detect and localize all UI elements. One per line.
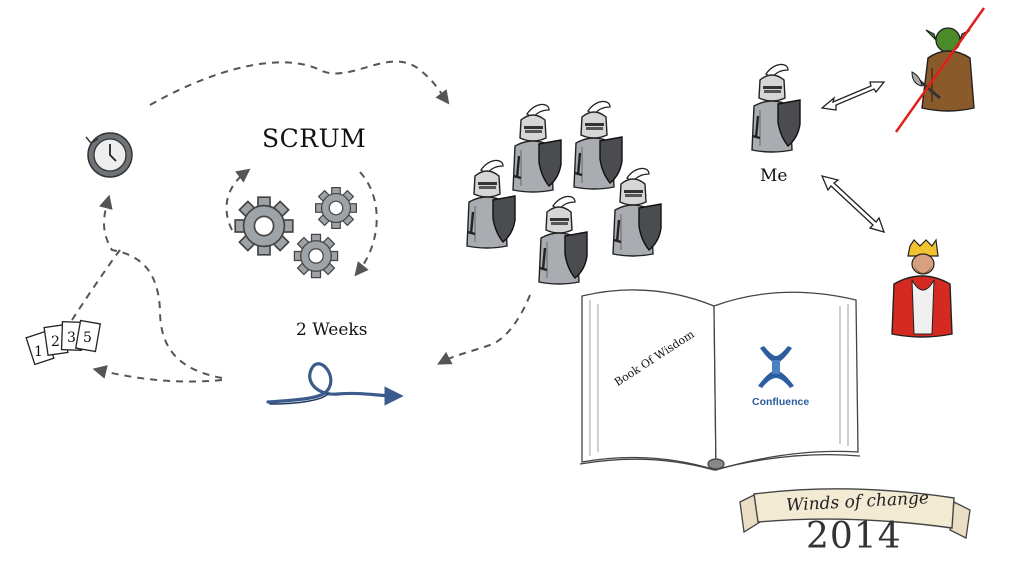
card-3: 3 [67, 330, 76, 346]
card-1: 1 [34, 344, 43, 360]
iteration-label: 2 Weeks [296, 320, 368, 340]
scroll-banner-icon [739, 488, 971, 539]
banner-text-italic: change [865, 488, 930, 512]
banner-text-plain: Winds of [785, 491, 868, 516]
me-label: Me [760, 166, 788, 186]
goblin-icon [911, 27, 975, 112]
confluence-label: Confluence [752, 396, 810, 408]
scrum-title: SCRUM [262, 124, 367, 153]
king-icon [891, 238, 953, 338]
cards-icon: 1 2 3 5 [25, 319, 102, 366]
card-2: 2 [51, 334, 60, 350]
gears-icon [234, 187, 357, 279]
cross-out-line [894, 7, 986, 133]
clock-icon [85, 132, 133, 178]
loop-arrow-icon [266, 362, 404, 406]
confluence-logo-icon [758, 346, 794, 388]
knight-team [465, 100, 663, 286]
process-arrows [71, 60, 531, 383]
year-label: 2014 [806, 516, 902, 557]
card-4: 5 [83, 330, 92, 346]
double-arrows [820, 81, 886, 233]
knight-icon [750, 63, 802, 154]
